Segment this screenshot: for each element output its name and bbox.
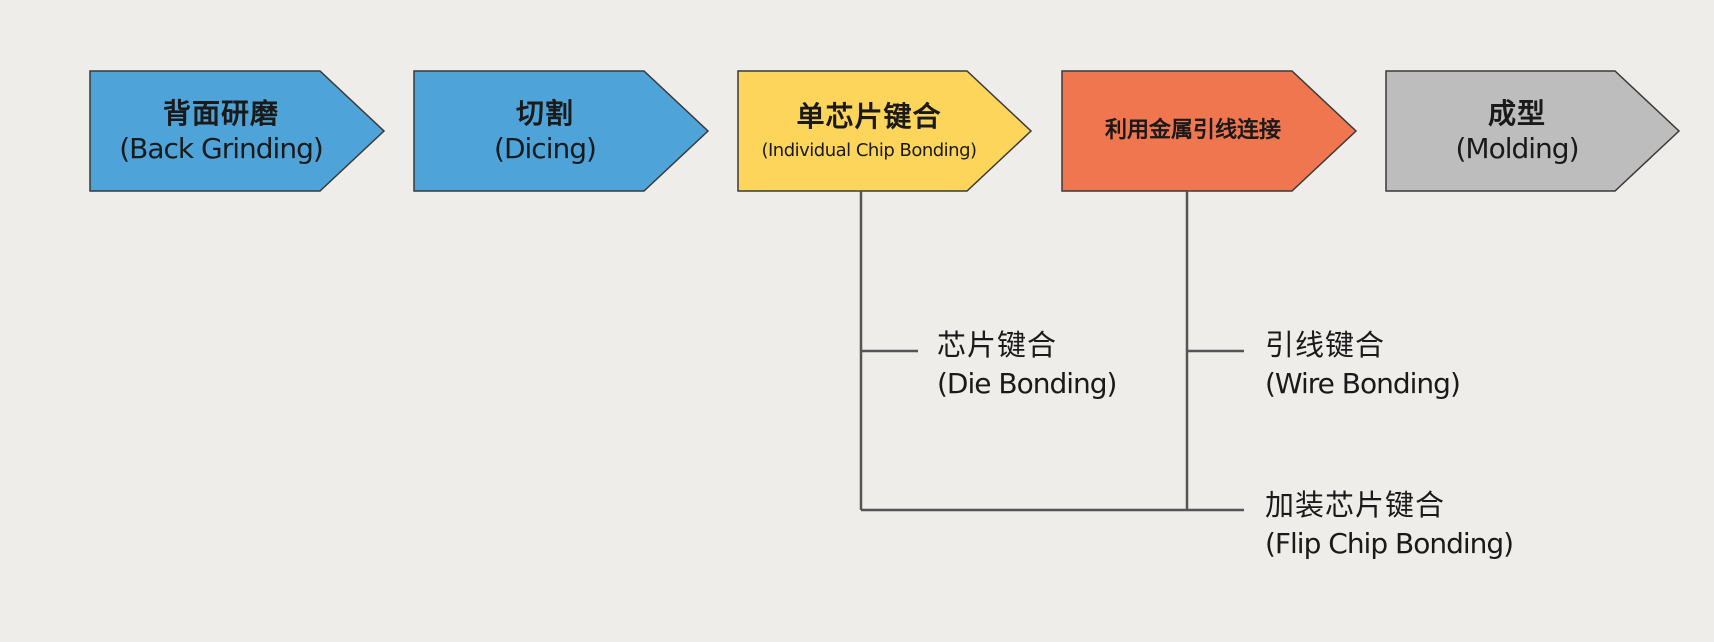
step-back-grinding-cn: 背面研磨 <box>162 97 279 130</box>
branch-flip-chip-bonding-cn: 加装芯片键合 <box>1265 488 1446 522</box>
branch-wire-bonding-en: (Wire Bonding) <box>1265 367 1461 401</box>
branch-die-bonding: 芯片键合 (Die Bonding) <box>937 326 1117 403</box>
step-individual-chip-bonding-cn: 单芯片键合 <box>796 100 942 134</box>
step-back-grinding-label: 背面研磨 (Back Grinding) <box>90 71 352 191</box>
step-wire-connect-cn: 利用金属引线连接 <box>1104 118 1281 144</box>
connector-lines <box>859 191 1244 512</box>
step-2-arrow <box>413 70 710 192</box>
step-molding-en: (Molding) <box>1455 132 1580 165</box>
branch-wire-bonding: 引线键合 (Wire Bonding) <box>1265 326 1461 403</box>
branch-flip-chip-bonding-en: (Flip Chip Bonding) <box>1265 527 1514 561</box>
step-molding-cn: 成型 <box>1487 97 1546 130</box>
branch-die-bonding-cn: 芯片键合 <box>937 328 1058 362</box>
branch-flip-chip-bonding: 加装芯片键合 (Flip Chip Bonding) <box>1265 486 1514 563</box>
step-molding-label: 成型 (Molding) <box>1386 71 1648 191</box>
step-dicing-label: 切割 (Dicing) <box>414 71 676 191</box>
step-individual-chip-bonding-en: (Individual Chip Bonding) <box>761 140 977 162</box>
step-dicing-cn: 切割 <box>515 97 574 130</box>
step-individual-chip-bonding-label: 单芯片键合 (Individual Chip Bonding) <box>738 71 1000 191</box>
step-4-arrow <box>1061 70 1358 192</box>
step-wire-connect-label: 利用金属引线连接 <box>1062 71 1324 191</box>
step-back-grinding-en: (Back Grinding) <box>119 132 324 165</box>
step-3-arrow <box>737 70 1033 192</box>
step-1-arrow <box>89 70 386 192</box>
branch-wire-bonding-cn: 引线键合 <box>1265 328 1386 362</box>
step-5-arrow <box>1385 70 1681 192</box>
branch-die-bonding-en: (Die Bonding) <box>937 367 1117 401</box>
step-dicing-en: (Dicing) <box>494 132 597 165</box>
